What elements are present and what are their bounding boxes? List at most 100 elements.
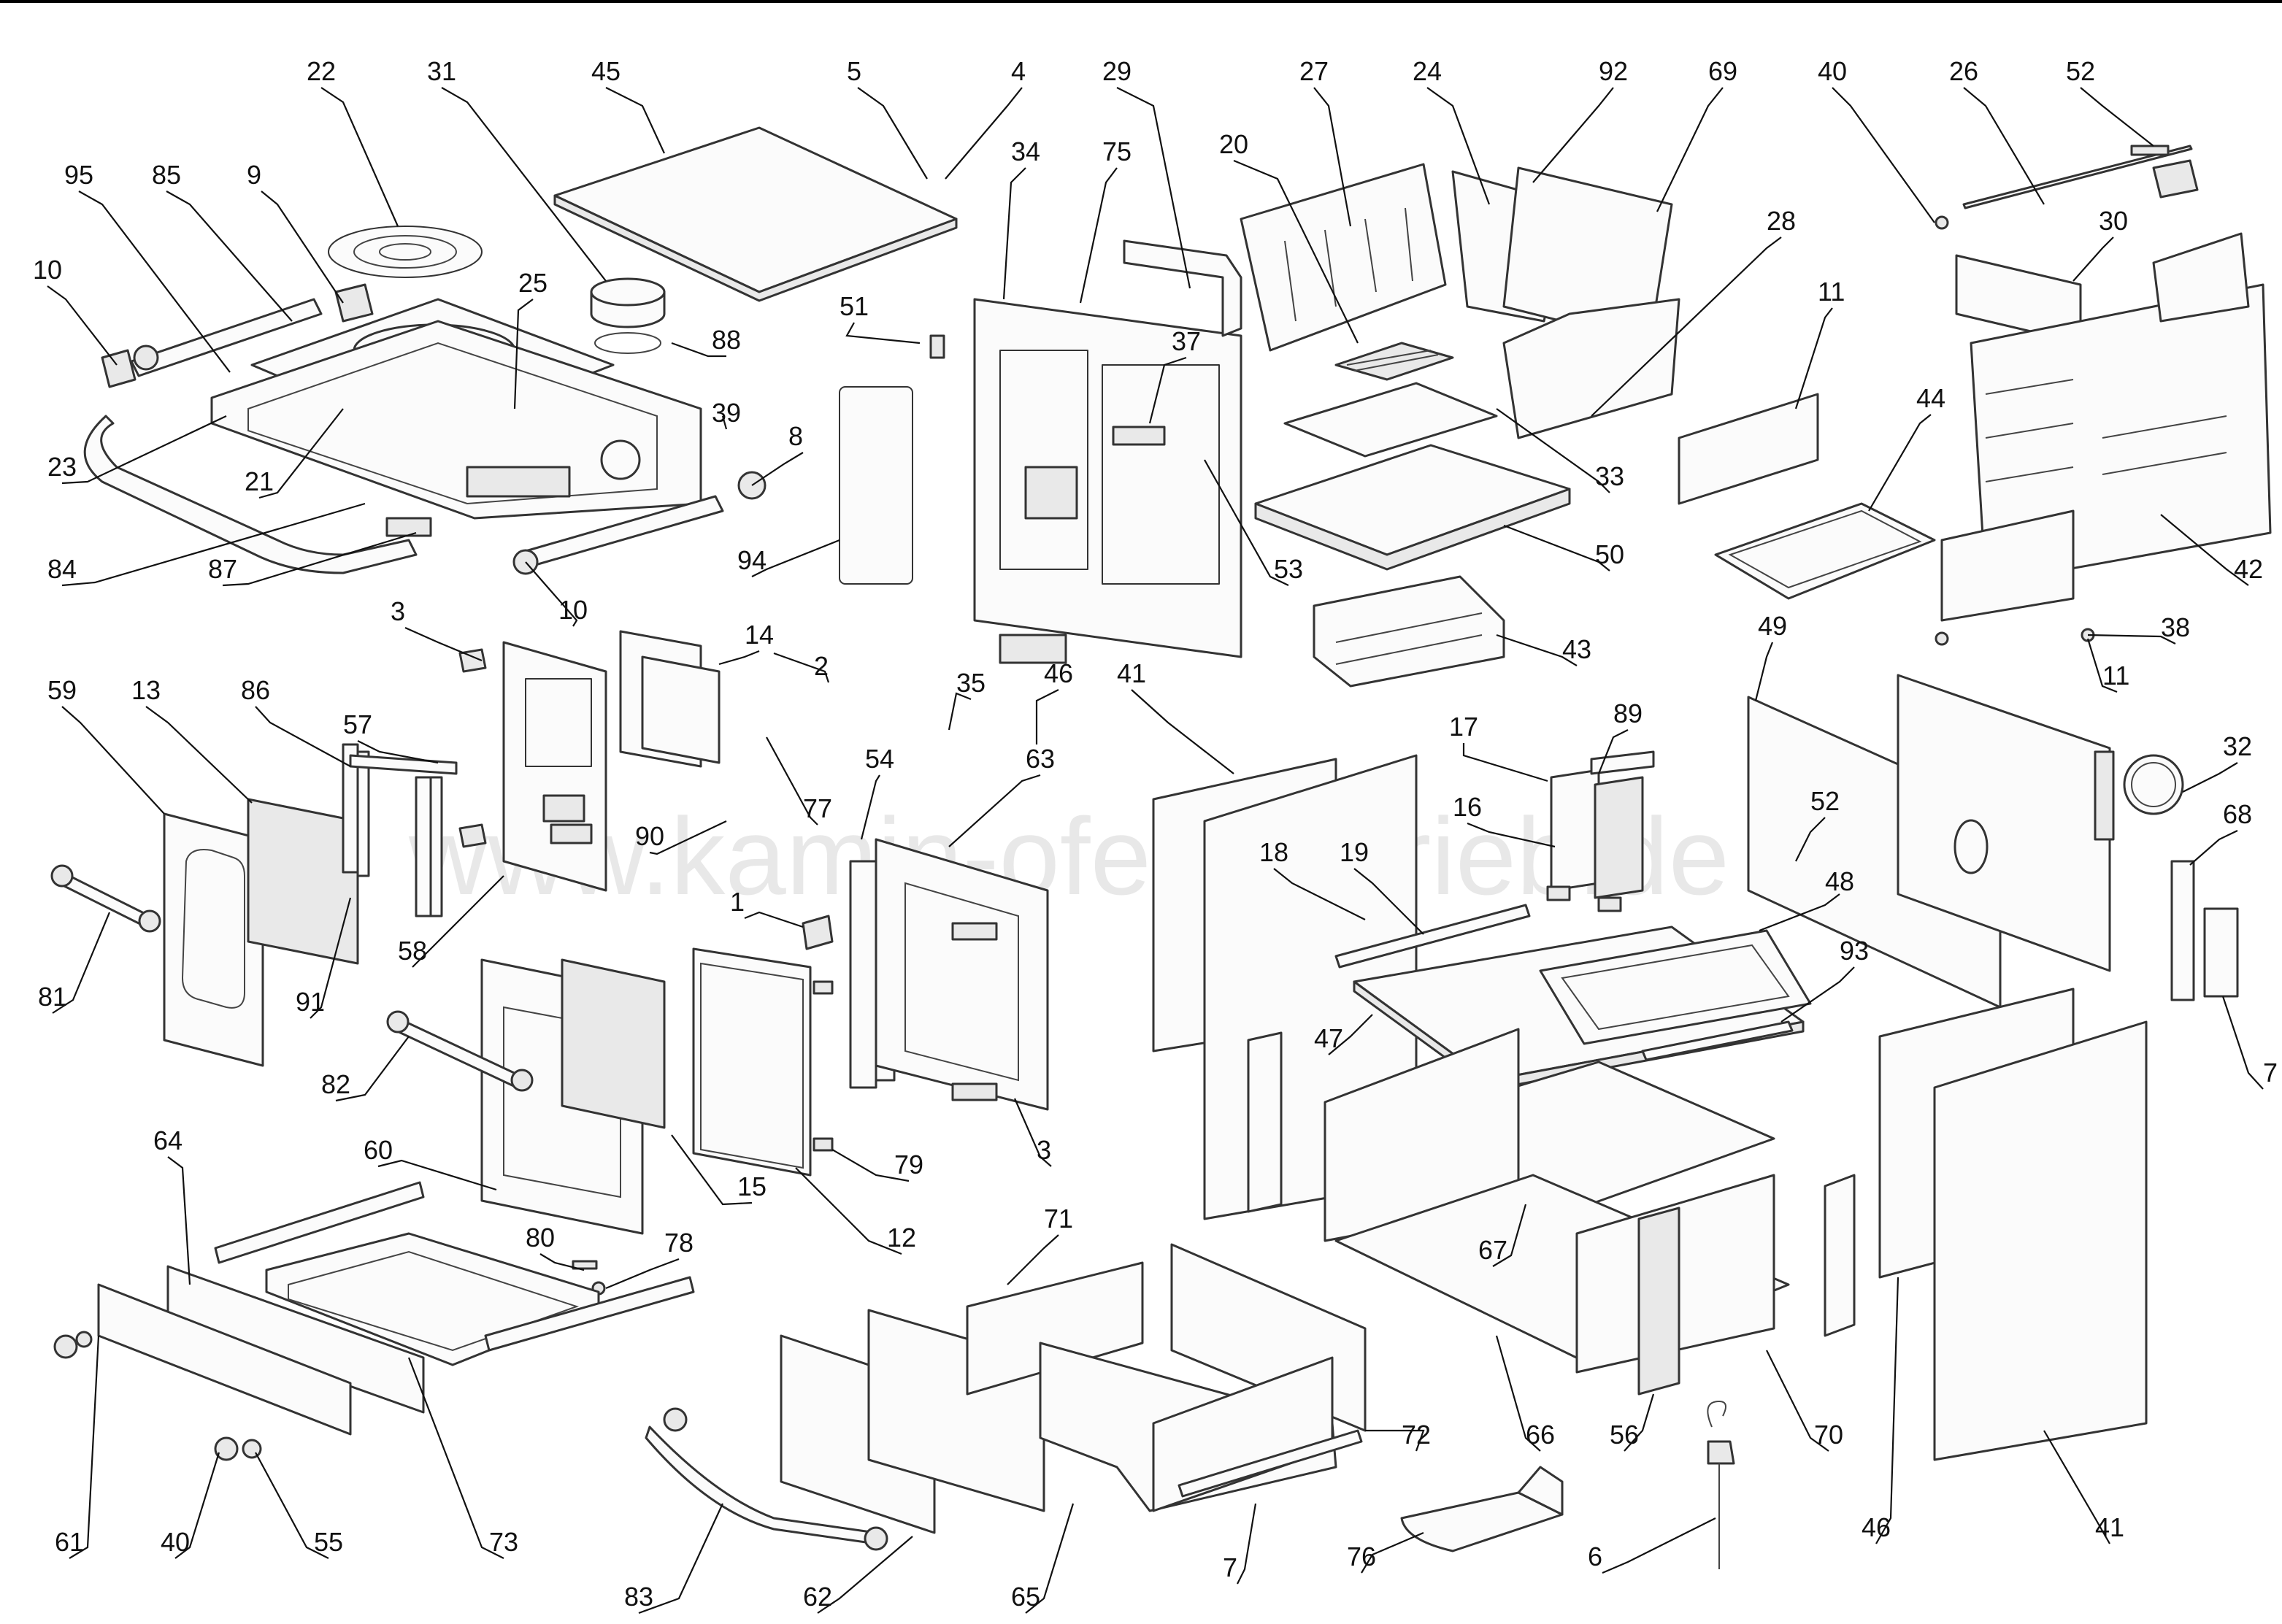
leader-line [1233, 159, 1359, 344]
callout-label: 9 [247, 160, 261, 190]
callout-label: 51 [840, 291, 869, 321]
leader-line [945, 87, 1023, 180]
callout-label: 1 [730, 887, 745, 917]
callout-label: 72 [1402, 1420, 1431, 1450]
leader-line [404, 626, 483, 662]
leader-line [335, 1036, 410, 1102]
leader-line [1503, 524, 1610, 572]
callout-label: 71 [1044, 1204, 1073, 1234]
leader-line [407, 1357, 504, 1559]
callout-label: 88 [712, 325, 741, 355]
leader-line [2221, 996, 2264, 1090]
callout-label: 41 [2095, 1512, 2124, 1542]
callout-label: 39 [712, 398, 741, 428]
leader-lines [47, 87, 2264, 1615]
leader-line [1079, 167, 1118, 304]
leader-line [1532, 87, 1614, 183]
leader-line [2189, 830, 2238, 866]
callout-label: 41 [1117, 658, 1146, 688]
leader-line [1602, 1517, 1716, 1574]
callout-label: 20 [1219, 129, 1248, 159]
leader-line [261, 191, 344, 304]
leader-line [52, 912, 111, 1014]
leader-line [718, 650, 760, 666]
leader-line [1273, 868, 1366, 920]
leader-line [1353, 868, 1424, 935]
callout-label: 17 [1449, 712, 1478, 742]
callout-label: 10 [558, 595, 588, 625]
leader-line [845, 322, 921, 345]
leader-line [357, 740, 439, 764]
leader-line [857, 87, 928, 180]
callout-label: 59 [47, 675, 77, 705]
leader-line [1868, 414, 1932, 512]
callout-label: 12 [887, 1223, 916, 1252]
leader-line [721, 415, 728, 430]
callout-label: 23 [47, 452, 77, 482]
callout-label: 11 [1818, 277, 1845, 307]
callout-label: 94 [737, 545, 767, 575]
leader-line [69, 1335, 100, 1559]
callout-label: 27 [1299, 56, 1329, 86]
leader-line [513, 299, 534, 409]
leader-line [1131, 689, 1234, 774]
callout-label: 93 [1840, 936, 1869, 966]
callout-label: 22 [307, 56, 336, 86]
leader-line [1597, 729, 1629, 774]
callout-label: 7 [2263, 1058, 2278, 1088]
callout-label: 95 [64, 160, 93, 190]
leader-line [2072, 236, 2114, 282]
callout-label: 32 [2223, 731, 2252, 761]
callout-label: 13 [131, 675, 161, 705]
callout-label: 89 [1613, 699, 1643, 728]
callout-label: 2 [814, 651, 829, 681]
leader-line [377, 1159, 497, 1191]
leader-line [831, 1149, 910, 1182]
callout-label: 78 [664, 1228, 694, 1258]
leader-line [605, 1258, 680, 1290]
leader-line [1025, 1503, 1075, 1614]
leader-line [1116, 87, 1191, 289]
leader-line [1875, 1277, 1899, 1544]
callout-label: 82 [321, 1069, 350, 1099]
callout-label: 31 [427, 56, 456, 86]
watermark: www.kamin-ofenvertrieb.de [408, 795, 1729, 917]
leader-line [795, 1167, 902, 1255]
callout-label: 3 [391, 596, 405, 626]
callout-label: 25 [518, 268, 548, 298]
callout-label: 84 [47, 554, 77, 584]
callout-label: 85 [152, 160, 181, 190]
callout-label: 3 [1037, 1135, 1051, 1165]
leader-line [2086, 638, 2118, 693]
leader-line [1766, 1350, 1829, 1452]
leader-line [255, 1452, 329, 1559]
callout-label: 70 [1814, 1420, 1843, 1450]
leader-line [1496, 634, 1578, 666]
leader-line [310, 897, 352, 1019]
callout-label: 87 [208, 554, 237, 584]
callout-label: 29 [1102, 56, 1132, 86]
callout-label: 45 [591, 56, 621, 86]
callout-label: 44 [1916, 383, 1945, 413]
leader-line [751, 452, 804, 486]
callout-label: 35 [956, 668, 986, 698]
callout-label: 69 [1708, 56, 1737, 86]
callout-label: 10 [33, 255, 62, 285]
callout-label: 48 [1825, 866, 1854, 896]
callout-label: 65 [1011, 1582, 1040, 1612]
callout-label: 46 [1862, 1512, 1891, 1542]
leader-line [2087, 634, 2176, 644]
leader-line [1328, 1014, 1373, 1055]
leader-line [441, 87, 607, 282]
leader-line [412, 875, 504, 968]
leader-line [1624, 1393, 1655, 1452]
leader-line [1462, 743, 1548, 782]
callout-label: 11 [2102, 661, 2129, 690]
callout-label: 62 [803, 1582, 832, 1612]
callout-label: 83 [624, 1582, 653, 1612]
callout-label: 8 [788, 421, 803, 451]
leader-line [61, 415, 227, 485]
callout-label: 61 [55, 1527, 84, 1557]
callout-label: 49 [1758, 611, 1787, 641]
callout-label: 40 [161, 1527, 190, 1557]
